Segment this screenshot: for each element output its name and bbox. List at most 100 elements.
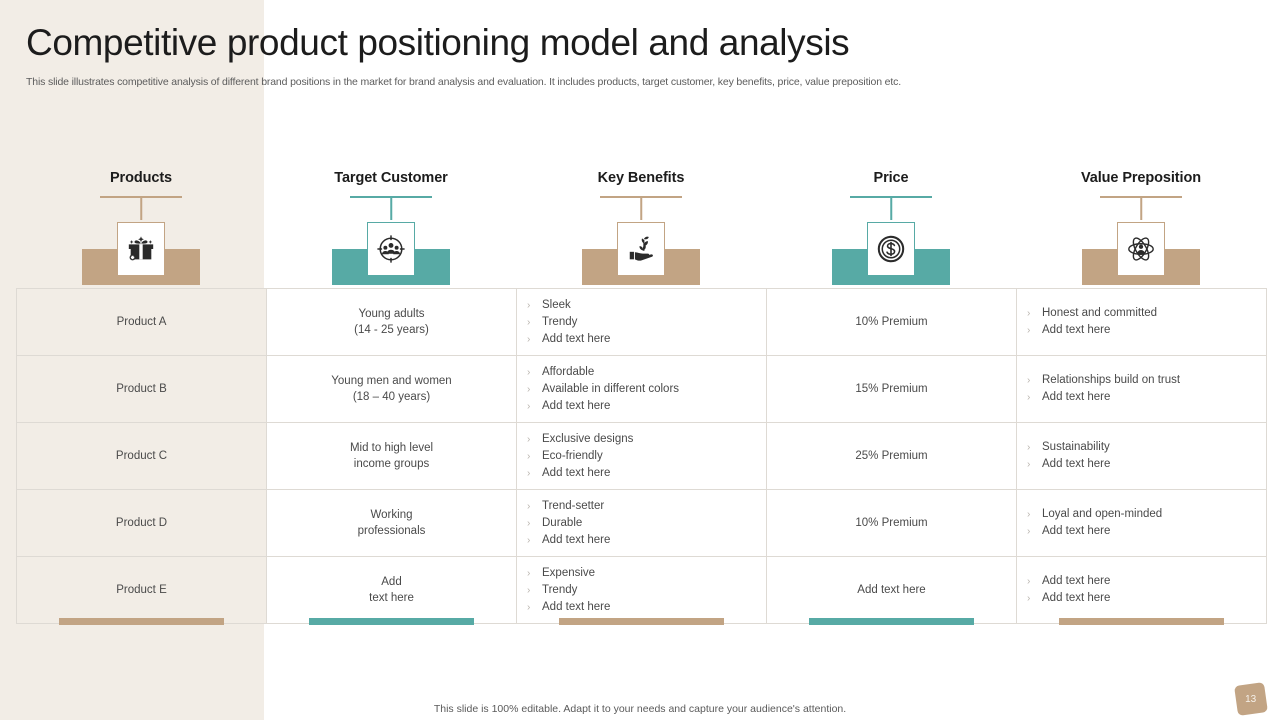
- bullet-item: ›Add text here: [1027, 573, 1256, 590]
- bullet-text: Available in different colors: [542, 382, 680, 395]
- cell-line: Young adults: [358, 308, 425, 320]
- bullet-item: ›Add text here: [1027, 389, 1256, 406]
- table-row: Product D Working professionals ›Trend-sett…: [16, 489, 1267, 557]
- atom-person-icon: [1117, 222, 1165, 276]
- chevron-right-icon: ›: [527, 517, 531, 529]
- positioning-matrix-table: Product A Young adults (14 - 25 years) ›Sle…: [16, 288, 1267, 624]
- column-header-price: Price: [766, 160, 1016, 288]
- footer-note: This slide is 100% editable. Adapt it to…: [433, 703, 847, 715]
- cell-product: Product C: [16, 422, 267, 490]
- accent-bar-cell: [16, 618, 266, 625]
- cell-price: 25% Premium: [766, 422, 1017, 490]
- bullet-item: ›Expensive: [527, 565, 756, 582]
- bullet-text: Expensive: [542, 566, 596, 579]
- cell-key-benefits: › Exclusive designs › Eco-friendly ›Add text…: [516, 422, 767, 490]
- column-title: Value Preposition: [1081, 170, 1201, 186]
- cell-line: (18 – 40 years): [352, 391, 431, 403]
- bullet-item: ›Add text here: [1027, 590, 1256, 607]
- bullet-item: › Add text here: [1027, 456, 1256, 473]
- bullet-item: › Sustainability: [1027, 439, 1256, 456]
- cell-key-benefits: ›Trend-setter›Durable›Add text here: [516, 489, 767, 557]
- column-title: Price: [873, 170, 909, 186]
- chevron-right-icon: ›: [527, 316, 531, 328]
- chevron-right-icon: ›: [1027, 308, 1031, 319]
- chevron-right-icon: ›: [527, 450, 531, 462]
- bullet-item: ›Add text here: [1027, 322, 1256, 339]
- bullet-item: › Add text here: [527, 398, 756, 415]
- chevron-right-icon: ›: [527, 383, 531, 395]
- chevron-right-icon: ›: [1027, 459, 1031, 470]
- bullet-text: Exclusive designs: [542, 432, 634, 445]
- bullet-item: › Exclusive designs: [527, 431, 756, 448]
- bullet-item: ›Add text here: [527, 599, 756, 616]
- bullet-text: Add text here: [542, 533, 611, 546]
- page-number-label: 13: [1245, 693, 1257, 705]
- chevron-right-icon: ›: [527, 534, 531, 546]
- column-title-underline: [850, 196, 932, 198]
- cell-line: (14 - 25 years): [354, 324, 429, 336]
- cell-target-customer: Working professionals: [266, 489, 517, 557]
- cell-price: 10% Premium: [766, 489, 1017, 557]
- bullet-text: Relationships build on trust: [1042, 374, 1181, 386]
- bullet-item: ›Trend-setter: [527, 498, 756, 515]
- chevron-right-icon: ›: [1027, 442, 1031, 453]
- column-title: Key Benefits: [597, 170, 685, 186]
- column-header-value-preposition: Value Preposition: [1016, 160, 1266, 288]
- table-body: Product A Young adults (14 - 25 years) ›Sle…: [16, 288, 1267, 624]
- page-subtitle: This slide illustrates competitive analy…: [26, 76, 902, 88]
- cell-line: professionals: [357, 525, 426, 537]
- bullet-text: Add text here: [1042, 458, 1111, 470]
- cell-price: 15% Premium: [766, 355, 1017, 423]
- bullet-text: Sustainability: [1042, 441, 1110, 453]
- chevron-right-icon: ›: [527, 500, 531, 512]
- hand-sprout-icon: [617, 222, 665, 276]
- chevron-right-icon: ›: [1027, 593, 1031, 604]
- accent-bar: [1058, 618, 1224, 625]
- bullet-text: Add text here: [1042, 525, 1111, 537]
- cell-product: Product A: [16, 288, 267, 356]
- cell-target-customer: Young adults (14 - 25 years): [266, 288, 517, 356]
- slide-header: Competitive product positioning model an…: [0, 0, 1280, 88]
- column-title-underline: [100, 196, 182, 198]
- chevron-right-icon: ›: [1027, 526, 1031, 537]
- bullet-item: ›Loyal and open-minded: [1027, 506, 1256, 523]
- bullet-text: Trendy: [542, 315, 578, 328]
- accent-bar: [808, 618, 974, 625]
- cell-key-benefits: ›Expensive›Trendy›Add text here: [516, 556, 767, 624]
- cell-line: Working: [370, 509, 413, 521]
- bullet-item: ›Durable: [527, 515, 756, 532]
- bullet-text: Eco-friendly: [542, 449, 603, 462]
- accent-bar-cell: [766, 618, 1016, 625]
- cell-line: text here: [369, 592, 414, 604]
- accent-bar-cell: [266, 618, 516, 625]
- bullet-item: ›Sleek: [527, 297, 756, 314]
- bullet-text: Add text here: [542, 399, 611, 412]
- table-row: Product A Young adults (14 - 25 years) ›Sle…: [16, 288, 1267, 356]
- chevron-right-icon: ›: [527, 584, 531, 596]
- bullet-text: Loyal and open-minded: [1042, 508, 1163, 520]
- chevron-right-icon: ›: [527, 433, 531, 445]
- bullet-item: ›Add text here: [527, 465, 756, 482]
- bullet-text: Add text here: [542, 466, 611, 479]
- page-title: Competitive product positioning model an…: [26, 22, 850, 63]
- bullet-item: › Add text here: [1027, 523, 1256, 540]
- bullet-item: › Available in different colors: [527, 381, 756, 398]
- bullet-item: › Eco-friendly: [527, 448, 756, 465]
- cell-target-customer: Add text here: [266, 556, 517, 624]
- chevron-right-icon: ›: [1027, 576, 1031, 587]
- accent-bar-cell: [1016, 618, 1266, 625]
- chevron-right-icon: ›: [527, 400, 531, 412]
- page-number-badge: 13: [1234, 682, 1268, 716]
- chevron-right-icon: ›: [527, 333, 531, 345]
- bullet-item: › Add text here: [527, 331, 756, 348]
- cell-value-preposition: ›Loyal and open-minded › Add text here: [1016, 489, 1267, 557]
- cell-line: Add: [381, 576, 402, 588]
- gift-box-icon: [117, 222, 165, 276]
- bullet-text: Add text here: [542, 332, 611, 345]
- cell-product: Product D: [16, 489, 267, 557]
- chevron-right-icon: ›: [527, 601, 531, 613]
- bottom-accent-bars: [16, 618, 1266, 625]
